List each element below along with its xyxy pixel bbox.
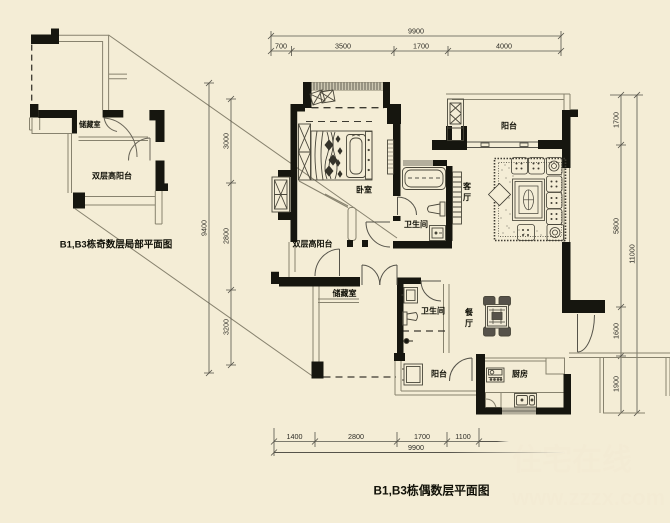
svg-text:住宅在线: 住宅在线 xyxy=(512,443,632,477)
svg-text:3200: 3200 xyxy=(222,319,231,335)
svg-text:双层高阳台: 双层高阳台 xyxy=(293,239,333,249)
svg-text:餐: 餐 xyxy=(464,307,474,317)
svg-text:卧室: 卧室 xyxy=(356,185,372,195)
svg-text:3500: 3500 xyxy=(335,42,351,51)
svg-text:1700: 1700 xyxy=(414,432,430,441)
svg-text:阳台: 阳台 xyxy=(431,369,447,379)
svg-text:700: 700 xyxy=(275,42,287,51)
svg-text:www.zzzx.com: www.zzzx.com xyxy=(511,485,665,510)
svg-text:2800: 2800 xyxy=(222,228,231,244)
svg-text:3000: 3000 xyxy=(222,133,231,149)
svg-text:卫生间: 卫生间 xyxy=(421,306,445,316)
svg-text:厅: 厅 xyxy=(465,319,473,328)
svg-text:1900: 1900 xyxy=(612,376,621,392)
svg-text:11000: 11000 xyxy=(628,244,637,263)
svg-text:B1,B3栋偶数层平面图: B1,B3栋偶数层平面图 xyxy=(373,484,489,498)
svg-text:5800: 5800 xyxy=(612,218,621,234)
svg-text:厅: 厅 xyxy=(463,193,471,202)
svg-text:4000: 4000 xyxy=(496,42,512,51)
svg-text:1100: 1100 xyxy=(455,432,470,441)
svg-text:1600: 1600 xyxy=(612,323,621,339)
svg-text:1700: 1700 xyxy=(612,112,621,128)
svg-text:B1,B3栋奇数层局部平面图: B1,B3栋奇数层局部平面图 xyxy=(60,239,172,251)
svg-text:客: 客 xyxy=(462,181,472,191)
svg-text:储藏室: 储藏室 xyxy=(78,120,101,129)
svg-text:厨房: 厨房 xyxy=(512,369,528,379)
svg-text:储藏室: 储藏室 xyxy=(332,288,357,298)
svg-text:卫生间: 卫生间 xyxy=(404,219,428,229)
svg-text:2800: 2800 xyxy=(348,432,364,441)
svg-text:1700: 1700 xyxy=(413,42,429,51)
svg-text:9900: 9900 xyxy=(408,443,424,452)
svg-text:阳台: 阳台 xyxy=(501,121,517,131)
svg-text:9400: 9400 xyxy=(200,220,209,236)
svg-text:1400: 1400 xyxy=(287,432,303,441)
svg-text:9900: 9900 xyxy=(408,27,424,36)
svg-text:双层高阳台: 双层高阳台 xyxy=(92,171,132,181)
